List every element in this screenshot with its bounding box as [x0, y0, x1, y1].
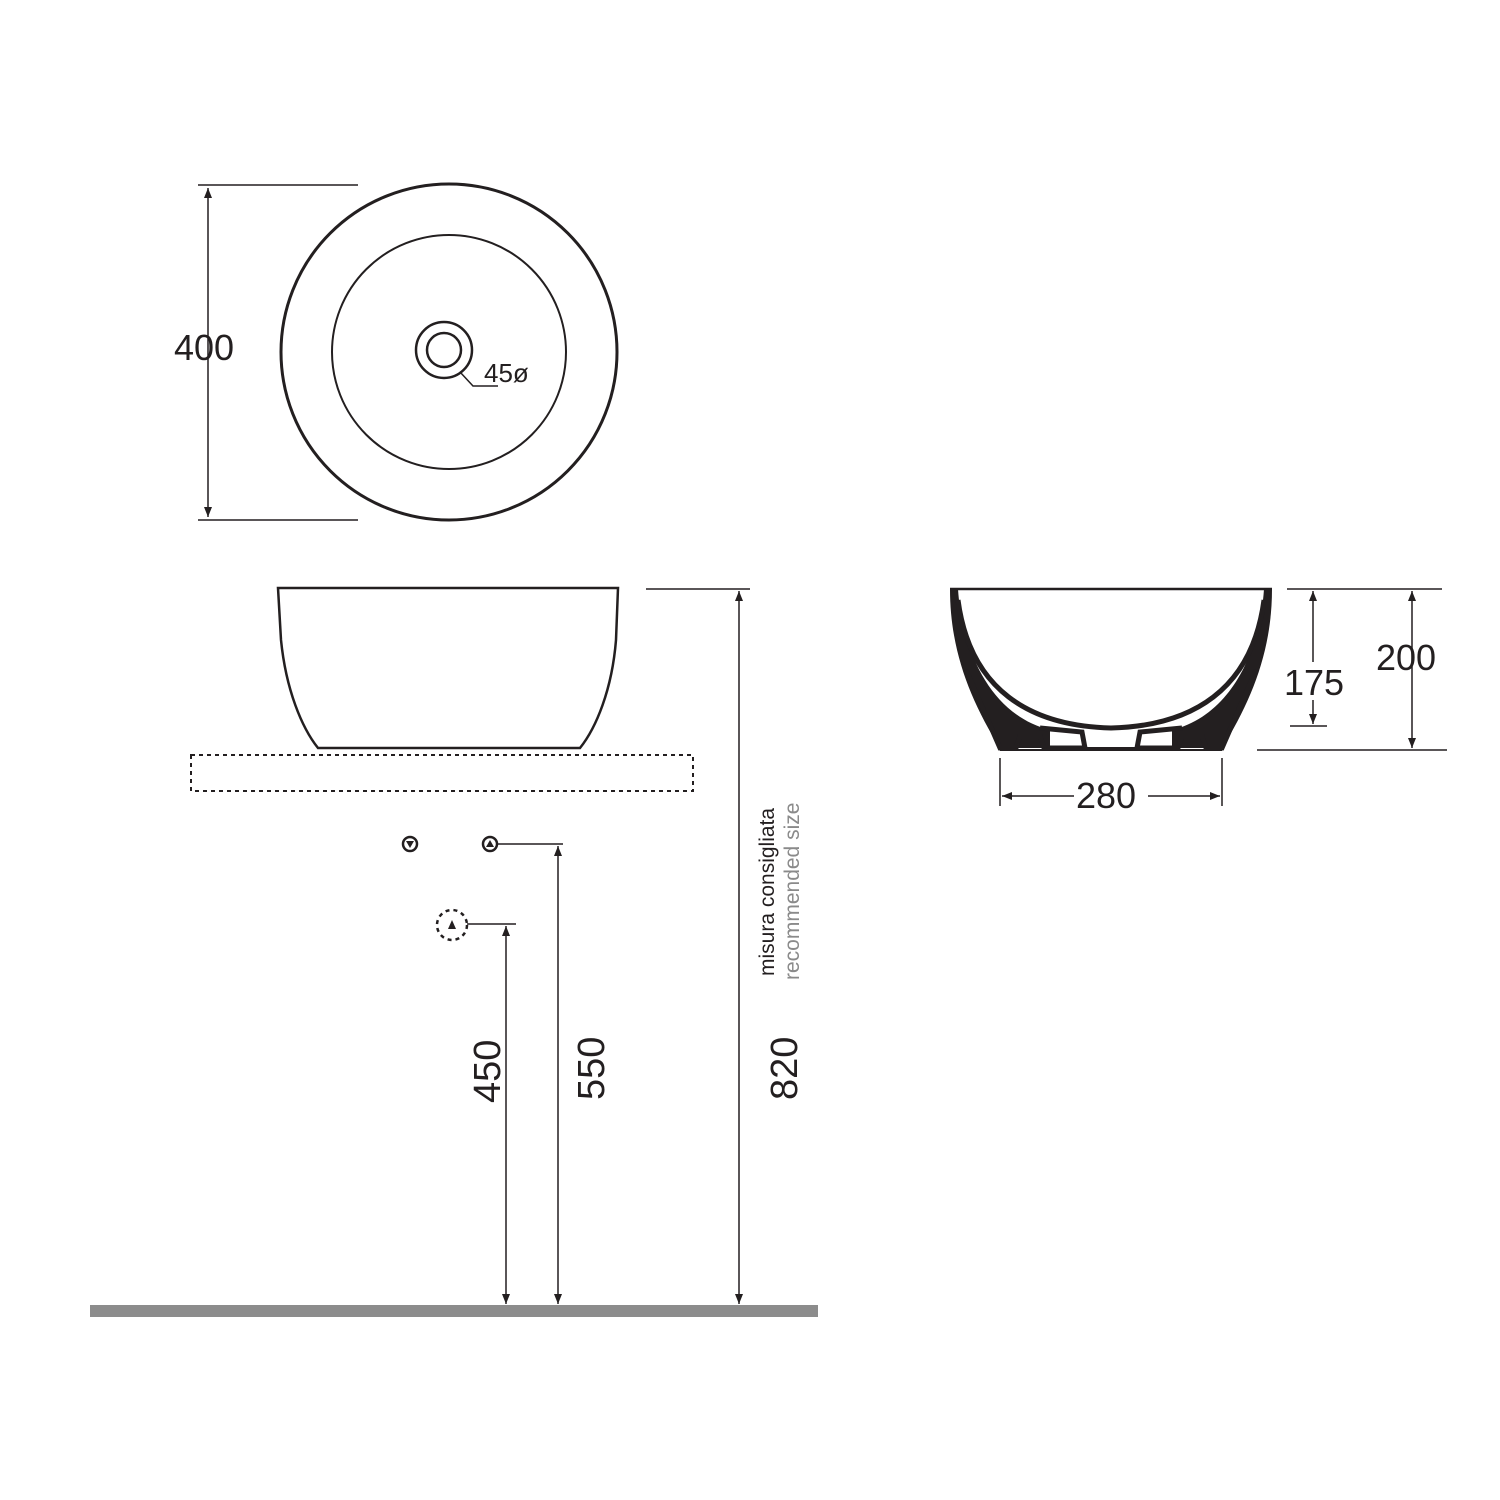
height-550-label: 550: [571, 1037, 613, 1100]
drain-outer-icon: [414, 320, 474, 380]
width-400-label: 400: [174, 327, 234, 368]
height-820-label: 820: [764, 1037, 806, 1100]
drain-diameter-label: 45ø: [484, 358, 529, 388]
top-view: [198, 182, 619, 522]
height-200-label: 200: [1376, 637, 1436, 678]
note-english: recommended size: [781, 803, 804, 980]
waste-outlet-icon: [435, 908, 469, 942]
height-175-label: 175: [1284, 662, 1344, 703]
front-view: [90, 586, 818, 1317]
countertop-dashed: [190, 754, 694, 792]
drain-inner-icon: [425, 331, 463, 369]
floor-line: [90, 1305, 818, 1317]
height-450-label: 450: [467, 1040, 509, 1103]
cold-supply-icon: [401, 835, 419, 853]
width-280-label: 280: [1076, 775, 1136, 816]
hot-supply-icon: [481, 835, 499, 853]
section-view: [950, 587, 1447, 806]
note-italian: misura consigliata: [756, 808, 779, 976]
